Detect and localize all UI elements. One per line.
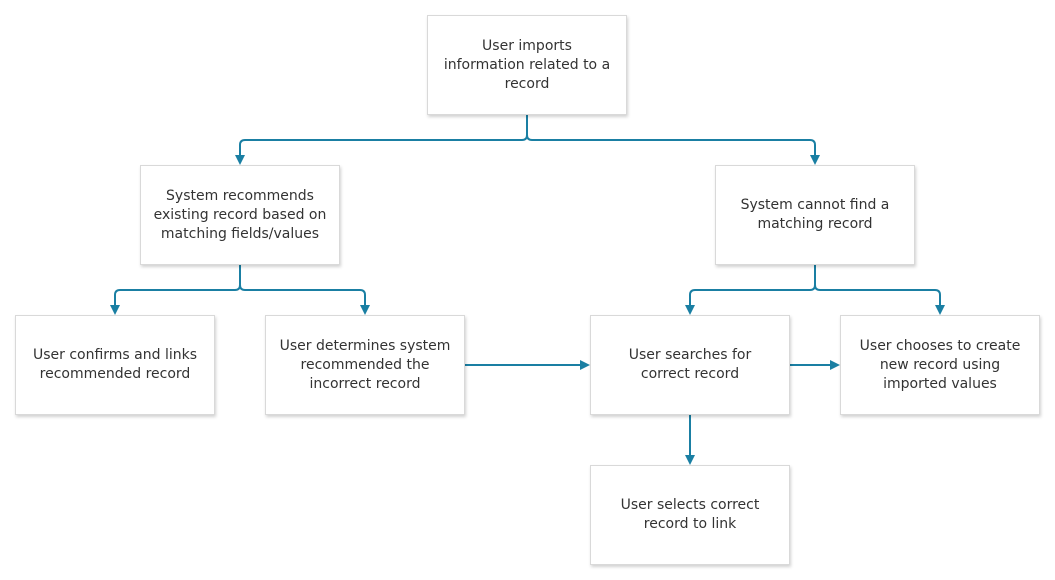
node-label: User selects correct record to link: [620, 497, 760, 532]
connector-recommend-to-confirm: [110, 265, 241, 315]
node-label: User determines system recommended the i…: [279, 337, 451, 392]
node-user-searches: User searches for correct record: [590, 315, 790, 415]
connector-import-to-recommend: [235, 115, 528, 165]
node-label: User chooses to create new record using …: [859, 337, 1021, 392]
node-label: User confirms and links recommended reco…: [32, 347, 198, 382]
node-user-imports: User imports information related to a re…: [427, 15, 627, 115]
node-system-cannot-find: System cannot find a matching record: [715, 165, 915, 265]
node-label: System recommends existing record based …: [153, 187, 327, 242]
node-label: User imports information related to a re…: [443, 37, 611, 92]
connector-not-found-to-search: [685, 265, 816, 315]
node-user-creates-new: User chooses to create new record using …: [840, 315, 1040, 415]
node-user-selects: User selects correct record to link: [590, 465, 790, 565]
connector-recommend-to-incorrect: [239, 265, 370, 315]
node-label: System cannot find a matching record: [740, 197, 890, 232]
node-system-recommends: System recommends existing record based …: [140, 165, 340, 265]
node-user-determines-incorrect: User determines system recommended the i…: [265, 315, 465, 415]
node-user-confirms: User confirms and links recommended reco…: [15, 315, 215, 415]
connector-import-to-not-found: [526, 115, 820, 165]
node-label: User searches for correct record: [628, 347, 752, 382]
connector-not-found-to-create: [814, 265, 945, 315]
